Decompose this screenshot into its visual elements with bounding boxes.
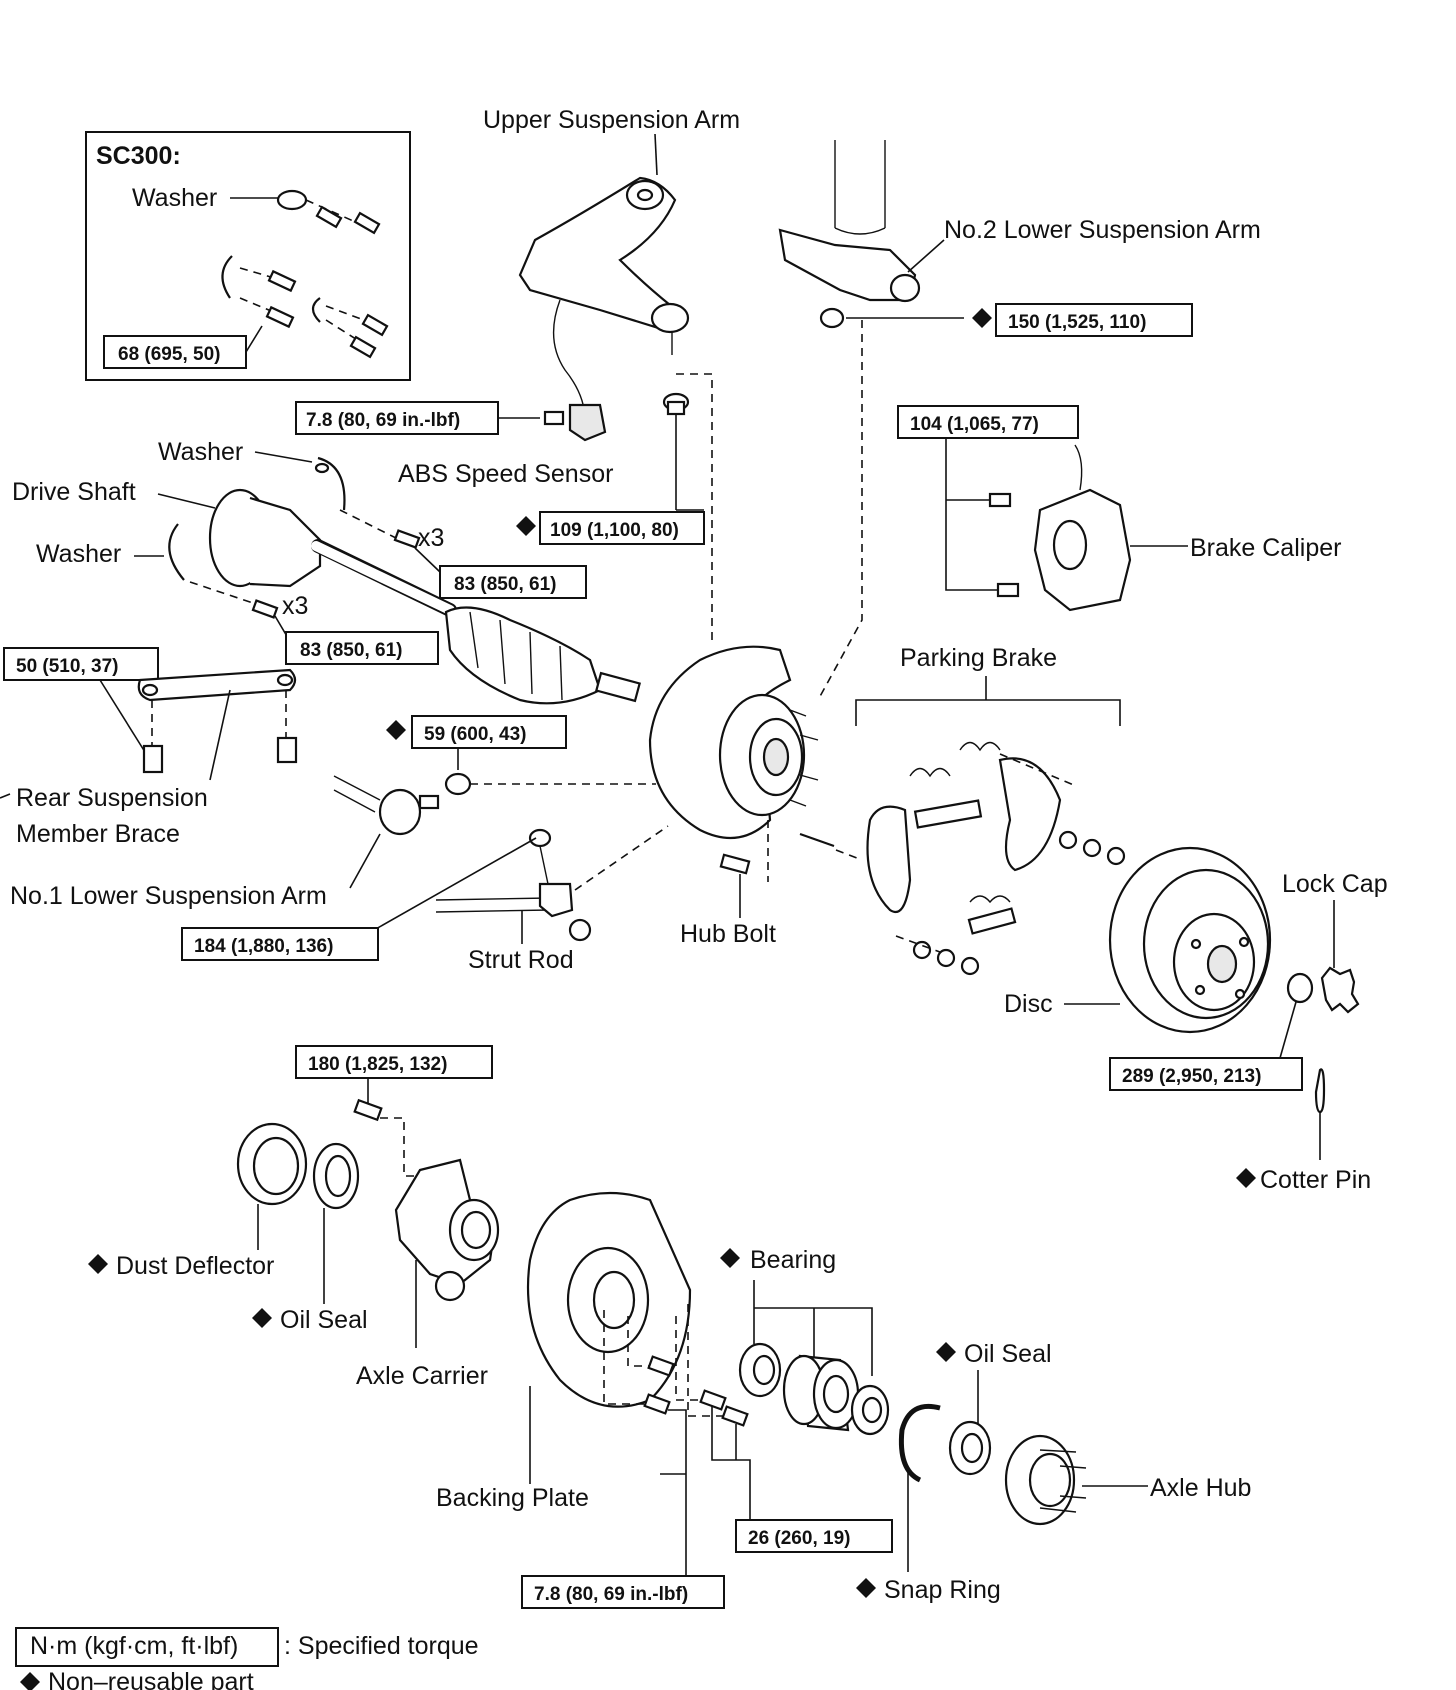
legend: N·m (kgf·cm, ft·lbf) : Specified torque …: [15, 1627, 479, 1690]
shock-absorber-part: [778, 140, 921, 303]
label-washer-left: Washer: [36, 540, 121, 568]
drive-shaft-part: [208, 488, 641, 705]
label-brake-caliper: Brake Caliper: [1190, 534, 1341, 562]
label-x3-a: x3: [418, 524, 444, 552]
washer-top-part: [314, 456, 346, 511]
torque-backing-plate-b: 7.8 (80, 69 in.-lbf): [534, 1584, 688, 1605]
diamond-icon: [20, 1672, 40, 1690]
label-upper-suspension-arm: Upper Suspension Arm: [483, 106, 740, 134]
oil-seal-left-part: [312, 1142, 360, 1210]
torque-upper-arm: 109 (1,100, 80): [550, 520, 679, 541]
label-disc: Disc: [1004, 990, 1053, 1018]
washer-left-part: [168, 523, 185, 581]
axle-hub-part: [1004, 1434, 1087, 1526]
label-x3-b: x3: [282, 592, 308, 620]
bearing-part: [738, 1342, 890, 1436]
label-strut-rod: Strut Rod: [468, 946, 574, 974]
inset-title: SC300:: [96, 142, 181, 170]
no2-arm-nut-part: [819, 307, 845, 329]
label-oil-seal-left: Oil Seal: [280, 1306, 368, 1334]
torque-no1-lower-arm: 59 (600, 43): [424, 724, 526, 745]
hub-bolt-part: [719, 853, 751, 875]
label-abs-speed-sensor: ABS Speed Sensor: [398, 460, 613, 488]
label-drive-shaft: Drive Shaft: [12, 478, 136, 506]
torque-backing-plate-a: 26 (260, 19): [748, 1528, 850, 1549]
label-hub-bolt: Hub Bolt: [680, 920, 776, 948]
torque-caliper: 104 (1,065, 77): [910, 414, 1039, 435]
label-dust-deflector: Dust Deflector: [116, 1252, 274, 1280]
legend-torque-units: N·m (kgf·cm, ft·lbf): [30, 1632, 238, 1660]
strut-rod-part: [435, 828, 592, 942]
label-snap-ring: Snap Ring: [884, 1576, 1001, 1604]
label-backing-plate: Backing Plate: [436, 1484, 589, 1512]
abs-speed-sensor-part: [543, 403, 607, 442]
torque-axle-carrier: 180 (1,825, 132): [308, 1054, 447, 1075]
cotter-pin-part: [1314, 1068, 1326, 1114]
torque-drive-shaft-inner: 83 (850, 61): [454, 574, 556, 595]
torque-strut-rod: 184 (1,880, 136): [194, 936, 333, 957]
brake-caliper-part: [988, 444, 1132, 612]
label-lock-cap: Lock Cap: [1282, 870, 1388, 898]
parking-brake-part: [799, 741, 1126, 976]
label-rear-suspension-1: Rear Suspension: [16, 784, 208, 812]
lock-cap-part: [1320, 966, 1360, 1014]
oil-seal-right-part: [948, 1420, 992, 1476]
sc300-inset: SC300: Washer 68 (695, 50): [85, 131, 411, 381]
torque-brace: 50 (510, 37): [16, 656, 118, 677]
snap-ring-part: [898, 1403, 941, 1483]
legend-torque-box: [15, 1627, 279, 1667]
no1-lower-suspension-arm-part: [333, 772, 472, 836]
upper-arm-nut-part: [662, 392, 690, 416]
disc-part: [1108, 846, 1272, 1034]
axle-carrier-part: [394, 1158, 500, 1302]
lock-nut-part: [1286, 972, 1314, 1004]
torque-lower-arm2: 150 (1,525, 110): [1008, 312, 1146, 333]
label-no1-lower-suspension-arm: No.1 Lower Suspension Arm: [10, 882, 327, 910]
label-bearing: Bearing: [750, 1246, 836, 1274]
label-no2-lower-suspension-arm: No.2 Lower Suspension Arm: [944, 216, 1261, 244]
upper-suspension-arm-part: [518, 176, 690, 421]
label-axle-carrier: Axle Carrier: [356, 1362, 488, 1390]
torque-drive-shaft-outer: 83 (850, 61): [300, 640, 402, 661]
label-oil-seal-right: Oil Seal: [964, 1340, 1052, 1368]
inset-washer-part: [221, 189, 389, 359]
legend-nonreusable-text: Non–reusable part: [48, 1668, 254, 1690]
dust-deflector-part: [236, 1122, 308, 1206]
torque-abs-sensor: 7.8 (80, 69 in.-lbf): [306, 410, 460, 431]
rear-suspension-member-brace-part: [137, 668, 297, 702]
hub-assembly-part: [648, 645, 819, 840]
torque-lock-nut: 289 (2,950, 213): [1122, 1066, 1261, 1087]
label-washer-top: Washer: [158, 438, 243, 466]
label-axle-hub: Axle Hub: [1150, 1474, 1251, 1502]
legend-torque-text: : Specified torque: [284, 1632, 479, 1660]
label-cotter-pin: Cotter Pin: [1260, 1166, 1371, 1194]
inset-torque-box: [103, 335, 247, 369]
inset-torque: 68 (695, 50): [118, 344, 220, 365]
label-rear-suspension-2: Member Brace: [16, 820, 180, 848]
label-parking-brake: Parking Brake: [900, 644, 1057, 672]
inset-washer-label: Washer: [132, 184, 217, 212]
